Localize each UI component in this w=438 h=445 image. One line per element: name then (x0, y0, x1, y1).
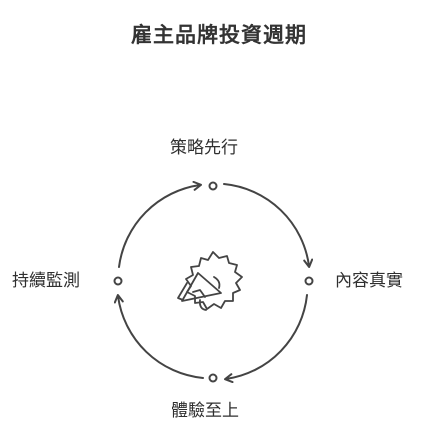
stage-label-left: 持續監測 (12, 271, 80, 291)
diagram-title: 雇主品牌投資週期 (131, 23, 307, 47)
arc-top-to-right (223, 183, 314, 268)
node-top (208, 181, 218, 191)
node-bottom (208, 373, 218, 383)
stage-label-right: 內容真實 (335, 271, 403, 291)
node-left (113, 276, 123, 286)
megaphone-icon (177, 251, 243, 311)
arc-right-to-bottom (224, 294, 308, 384)
stage-label-top: 策略先行 (170, 138, 238, 158)
stage-label-bottom: 體驗至上 (171, 401, 239, 421)
arc-left-to-top (118, 180, 202, 268)
arc-bottom-to-left (113, 294, 204, 379)
node-right (304, 276, 314, 286)
